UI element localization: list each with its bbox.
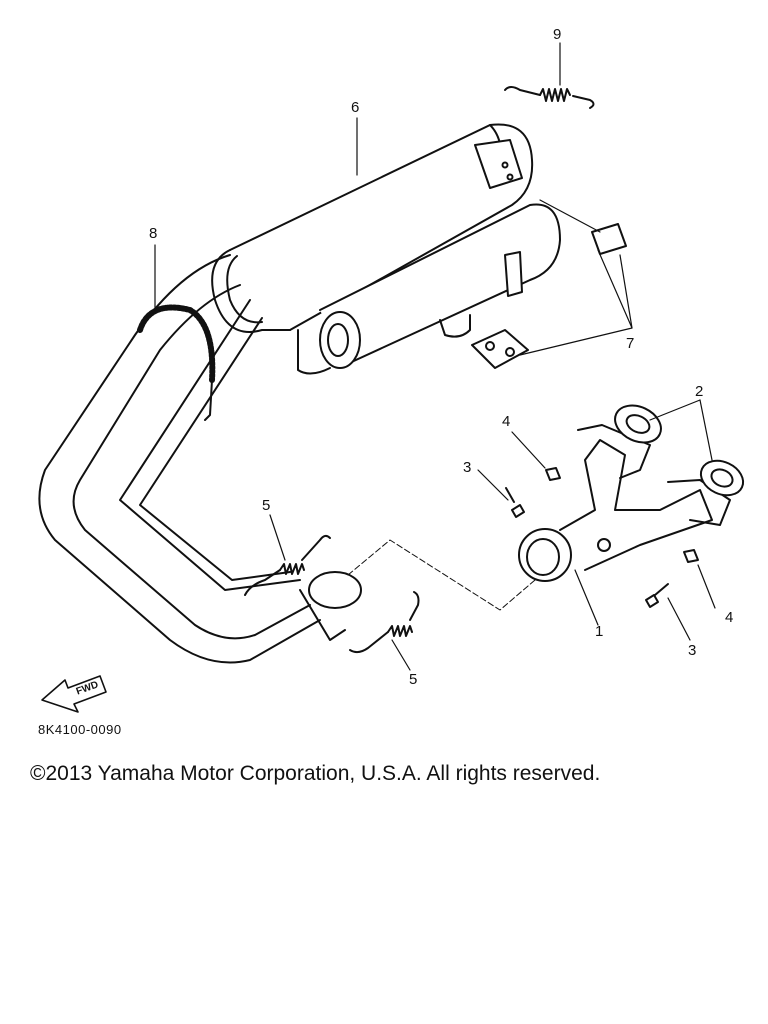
gasket-upper bbox=[609, 398, 667, 449]
callout-5-left: 5 bbox=[262, 497, 271, 514]
spring-top bbox=[505, 87, 594, 108]
nut-right bbox=[684, 550, 698, 562]
callout-8: 8 bbox=[149, 225, 158, 242]
callout-7: 7 bbox=[626, 335, 635, 352]
callout-2: 2 bbox=[695, 383, 704, 400]
muffler bbox=[212, 124, 560, 373]
copyright-notice: ©2013 Yamaha Motor Corporation, U.S.A. A… bbox=[30, 762, 601, 785]
callout-5-right: 5 bbox=[409, 671, 418, 688]
callout-1: 1 bbox=[595, 623, 604, 640]
fwd-arrow-icon bbox=[42, 676, 106, 712]
nut-left bbox=[546, 468, 560, 480]
callout-6: 6 bbox=[351, 99, 360, 116]
callout-9: 9 bbox=[553, 26, 562, 43]
bolt-left bbox=[506, 488, 524, 517]
callout-4-left: 4 bbox=[502, 413, 511, 430]
gasket-lower bbox=[695, 454, 748, 502]
y-pipe bbox=[519, 425, 730, 581]
exhaust-diagram bbox=[0, 0, 768, 760]
centerline bbox=[348, 540, 535, 610]
callout-4-right: 4 bbox=[725, 609, 734, 626]
bolt-right bbox=[646, 584, 668, 607]
spring-right bbox=[350, 592, 419, 652]
exhaust-pipe bbox=[39, 255, 361, 663]
rubber-pad bbox=[592, 224, 626, 254]
callout-3-left: 3 bbox=[463, 459, 472, 476]
callout-3-right: 3 bbox=[688, 642, 697, 659]
diagram-part-code: 8K4100-0090 bbox=[38, 722, 122, 737]
spring-left bbox=[245, 536, 330, 595]
leader-lines bbox=[155, 43, 715, 670]
